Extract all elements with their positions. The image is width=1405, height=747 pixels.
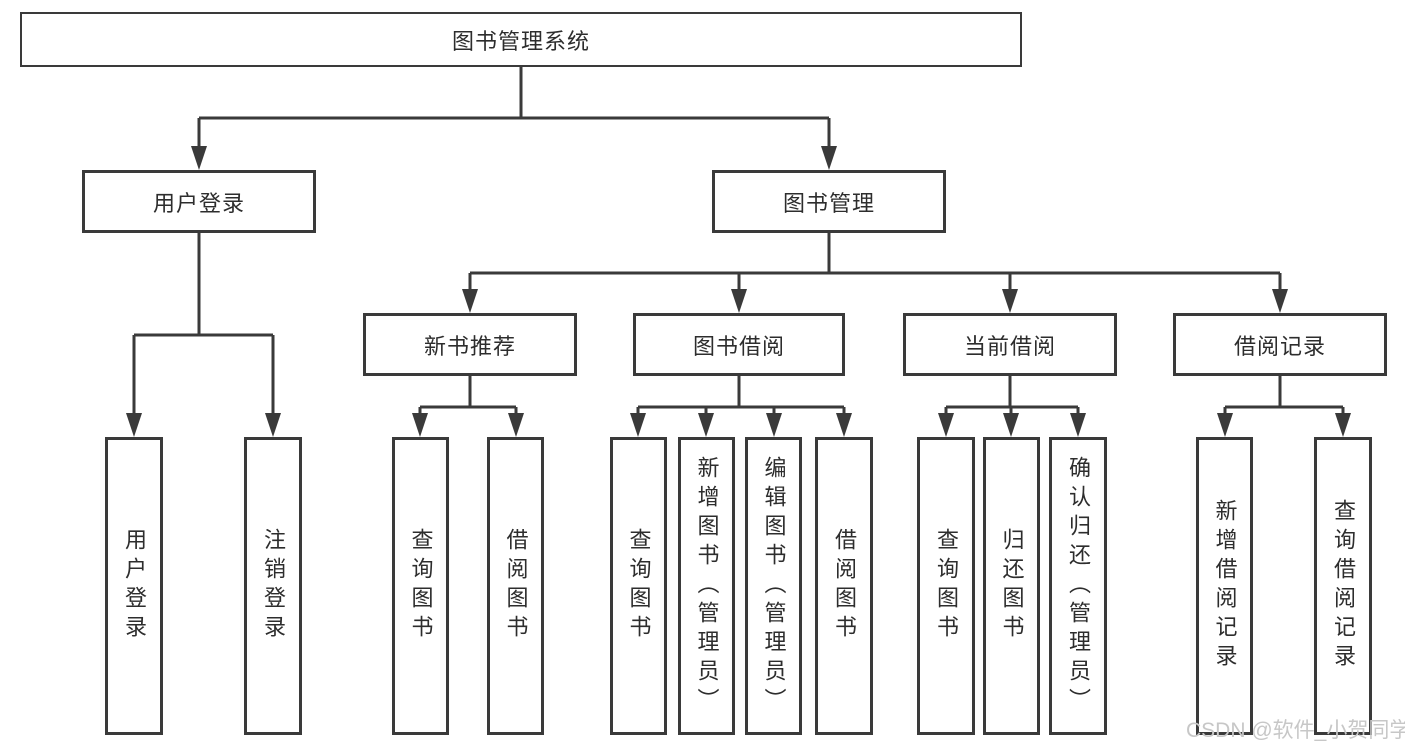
node-root-label: 图书管理系统 bbox=[451, 28, 590, 54]
node-user-login-label: 用户登录 bbox=[152, 190, 245, 216]
node-book-borrowing-label: 图书借阅 bbox=[692, 333, 785, 359]
node-new-book-recommend-label: 新书推荐 bbox=[423, 333, 516, 359]
node-user-login: 用户登录 bbox=[82, 170, 316, 233]
leaf-borrow-books-recommend-label: 借阅图书 bbox=[503, 528, 529, 644]
leaf-user-login: 用户登录 bbox=[105, 437, 163, 735]
leaf-confirm-return-admin-label: 确认归还（管理员） bbox=[1066, 455, 1091, 717]
node-root-system: 图书管理系统 bbox=[20, 12, 1022, 67]
leaf-return-books: 归还图书 bbox=[983, 437, 1040, 735]
leaf-edit-books-admin-label: 编辑图书（管理员） bbox=[761, 455, 787, 717]
leaf-query-books-borrowing-label: 查询图书 bbox=[626, 528, 652, 644]
arrowheads bbox=[126, 146, 1351, 437]
node-borrowing-records: 借阅记录 bbox=[1173, 313, 1387, 376]
node-book-borrowing: 图书借阅 bbox=[633, 313, 845, 376]
watermark: CSDN @软件_小贺同学 bbox=[1186, 719, 1405, 742]
leaf-borrow-books-recommend: 借阅图书 bbox=[487, 437, 544, 735]
leaf-query-books-current-label: 查询图书 bbox=[934, 528, 959, 644]
leaf-edit-books-admin: 编辑图书（管理员） bbox=[745, 437, 802, 735]
leaf-query-books-recommend-label: 查询图书 bbox=[408, 528, 434, 644]
leaf-borrow-books-borrowing-label: 借阅图书 bbox=[832, 528, 857, 644]
leaf-add-books-admin-label: 新增图书（管理员） bbox=[694, 455, 720, 717]
leaf-query-books-recommend: 查询图书 bbox=[392, 437, 449, 735]
leaf-borrow-books-borrowing: 借阅图书 bbox=[815, 437, 873, 735]
node-new-book-recommend: 新书推荐 bbox=[363, 313, 577, 376]
leaf-query-borrow-record-label: 查询借阅记录 bbox=[1331, 499, 1356, 673]
connector-paths bbox=[132, 66, 1345, 414]
node-book-management-label: 图书管理 bbox=[782, 190, 875, 216]
leaf-query-books-borrowing: 查询图书 bbox=[610, 437, 667, 735]
leaf-return-books-label: 归还图书 bbox=[999, 528, 1025, 644]
leaf-query-borrow-record: 查询借阅记录 bbox=[1314, 437, 1372, 735]
leaf-add-borrow-record: 新增借阅记录 bbox=[1196, 437, 1253, 735]
node-borrowing-records-label: 借阅记录 bbox=[1233, 333, 1326, 359]
leaf-logout-label: 注销登录 bbox=[261, 528, 286, 644]
leaf-add-books-admin: 新增图书（管理员） bbox=[678, 437, 735, 735]
node-current-borrowing: 当前借阅 bbox=[903, 313, 1117, 376]
leaf-query-books-current: 查询图书 bbox=[917, 437, 975, 735]
node-current-borrowing-label: 当前借阅 bbox=[963, 333, 1056, 359]
leaf-logout: 注销登录 bbox=[244, 437, 302, 735]
node-book-management: 图书管理 bbox=[712, 170, 946, 233]
leaf-user-login-label: 用户登录 bbox=[122, 528, 147, 644]
leaf-confirm-return-admin: 确认归还（管理员） bbox=[1049, 437, 1107, 735]
leaf-add-borrow-record-label: 新增借阅记录 bbox=[1212, 499, 1238, 673]
